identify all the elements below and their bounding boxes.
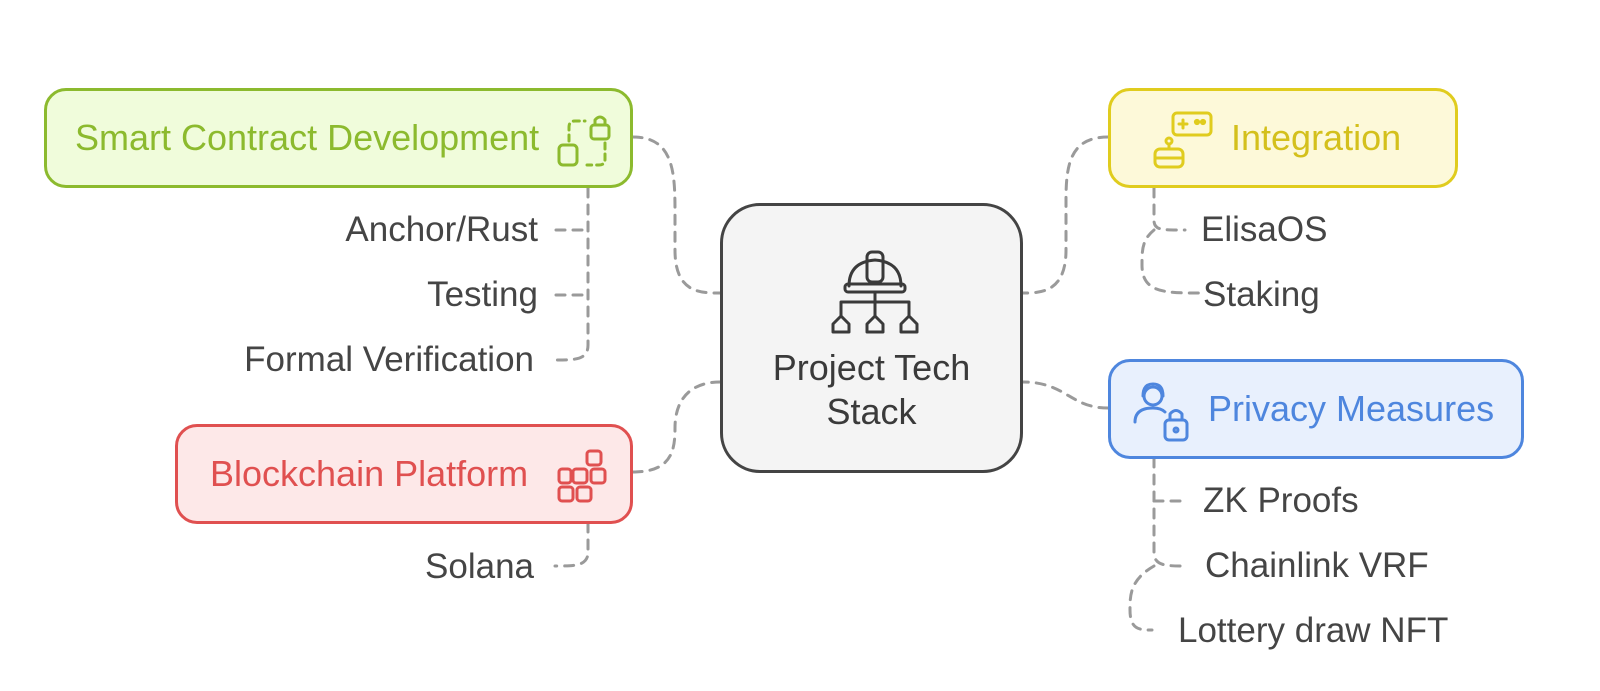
connector-integration (1021, 135, 1110, 295)
contract-lock-icon (557, 115, 611, 167)
leaf-formal-verification: Formal Verification (244, 340, 534, 379)
connector-lottery (1128, 564, 1156, 632)
hardhat-hierarchy-icon (831, 250, 919, 334)
leaf-solana: Solana (425, 547, 534, 586)
leaf-lottery-draw-nft: Lottery draw NFT (1178, 611, 1449, 650)
leaf-zk-proofs: ZK Proofs (1203, 481, 1359, 520)
connector-anchor-rust (553, 186, 590, 362)
connector-blockchain (631, 380, 722, 474)
branch-smart-contract[interactable]: Smart Contract Development (44, 88, 633, 188)
leaf-anchor-rust: Anchor/Rust (345, 210, 538, 249)
leaf-staking: Staking (1203, 275, 1320, 314)
connector-solana (553, 521, 590, 568)
connector-smart-contract (631, 135, 722, 295)
branch-integration-label: Integration (1231, 117, 1402, 158)
user-lock-icon (1133, 382, 1189, 442)
branch-privacy-label: Privacy Measures (1208, 388, 1495, 429)
connector-elisaos (1152, 186, 1187, 232)
connector-privacy (1021, 380, 1110, 410)
branch-integration[interactable]: Integration (1108, 88, 1458, 188)
branch-blockchain-label: Blockchain Platform (210, 453, 529, 494)
robot-gamepad-icon (1153, 111, 1213, 169)
connector-staking (1140, 228, 1202, 295)
branch-blockchain[interactable]: Blockchain Platform (175, 424, 633, 524)
branch-smart-contract-label: Smart Contract Development (75, 117, 540, 158)
center-title: Project Tech Stack (772, 347, 971, 432)
center-node[interactable]: Project Tech Stack (720, 203, 1023, 473)
leaf-chainlink-vrf: Chainlink VRF (1205, 546, 1429, 585)
leaf-elisaos: ElisaOS (1201, 210, 1328, 249)
blocks-grid-icon (557, 449, 607, 503)
connector-zk-proofs (1152, 456, 1189, 568)
leaf-testing: Testing (427, 275, 538, 314)
branch-privacy[interactable]: Privacy Measures (1108, 359, 1524, 459)
